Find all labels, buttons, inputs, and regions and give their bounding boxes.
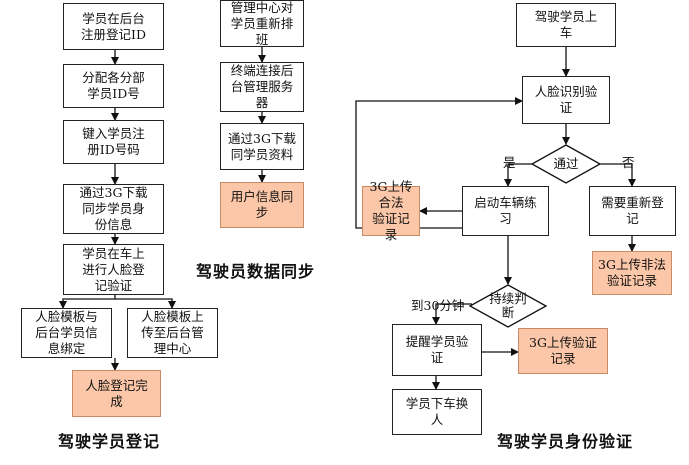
arrow-d2-v7: [432, 303, 472, 325]
step-face-register: 学员在车上 进行人脸登 记验证: [63, 244, 164, 295]
step-reschedule: 管理中心对 学员重新排 班: [220, 0, 304, 47]
decision-continue-diamond: [468, 284, 548, 328]
decision-pass-label: 通过: [553, 156, 579, 171]
caption-registration: 驾驶学员登记: [58, 432, 161, 451]
caption-verification: 驾驶学员身份验证: [497, 432, 634, 451]
step-bind-template: 人脸模板与 后台学员信 息绑定: [21, 308, 112, 358]
step-upload-invalid-record: 3G上传非法 验证记录: [592, 251, 672, 295]
label-yes: 是: [503, 155, 516, 170]
step-upload-valid-record: 3G上传合法 验证记录: [362, 179, 420, 242]
step-upload-record: 3G上传验证 记录: [518, 328, 608, 374]
step-enter-id: 键入学员注 册ID号码: [63, 120, 164, 164]
step-user-sync: 用户信息同 步: [220, 182, 304, 228]
step-connect-server: 终端连接后 台管理服务 器: [220, 62, 304, 112]
step-download-info: 通过3G下载 同步学员身 份信息: [63, 184, 164, 234]
decision-continue-label: 持续判 断: [489, 291, 527, 320]
step-register-id: 学员在后台 注册登记ID: [63, 3, 164, 50]
step-assign-id: 分配各分部 学员ID号: [63, 64, 164, 108]
step-need-reregister: 需要重新登 记: [589, 186, 676, 236]
arrow-d1-v5: [600, 163, 636, 187]
label-timeout: 到30分钟: [411, 298, 465, 313]
step-student-board: 驾驶学员上 车: [516, 3, 616, 47]
arrow-r5-r7: [115, 298, 176, 309]
step-download-data: 通过3G下载 同学员资料: [220, 123, 304, 170]
caption-sync: 驾驶员数据同步: [196, 262, 316, 281]
step-face-verify: 人脸识别验 证: [522, 76, 610, 124]
arrow-r5-r6: [59, 295, 116, 309]
step-register-complete: 人脸登记完 成: [72, 370, 161, 417]
step-start-practice: 启动车辆练 习: [462, 186, 549, 236]
step-remind-student: 提醒学员验 证: [392, 324, 482, 376]
decision-pass-diamond: [530, 144, 602, 184]
step-upload-template: 人脸模板上 传至后台管 理中心: [127, 308, 218, 358]
label-no: 否: [622, 155, 635, 170]
arrow-d1-v3: [504, 163, 532, 187]
step-student-leave: 学员下车换 人: [392, 389, 482, 435]
